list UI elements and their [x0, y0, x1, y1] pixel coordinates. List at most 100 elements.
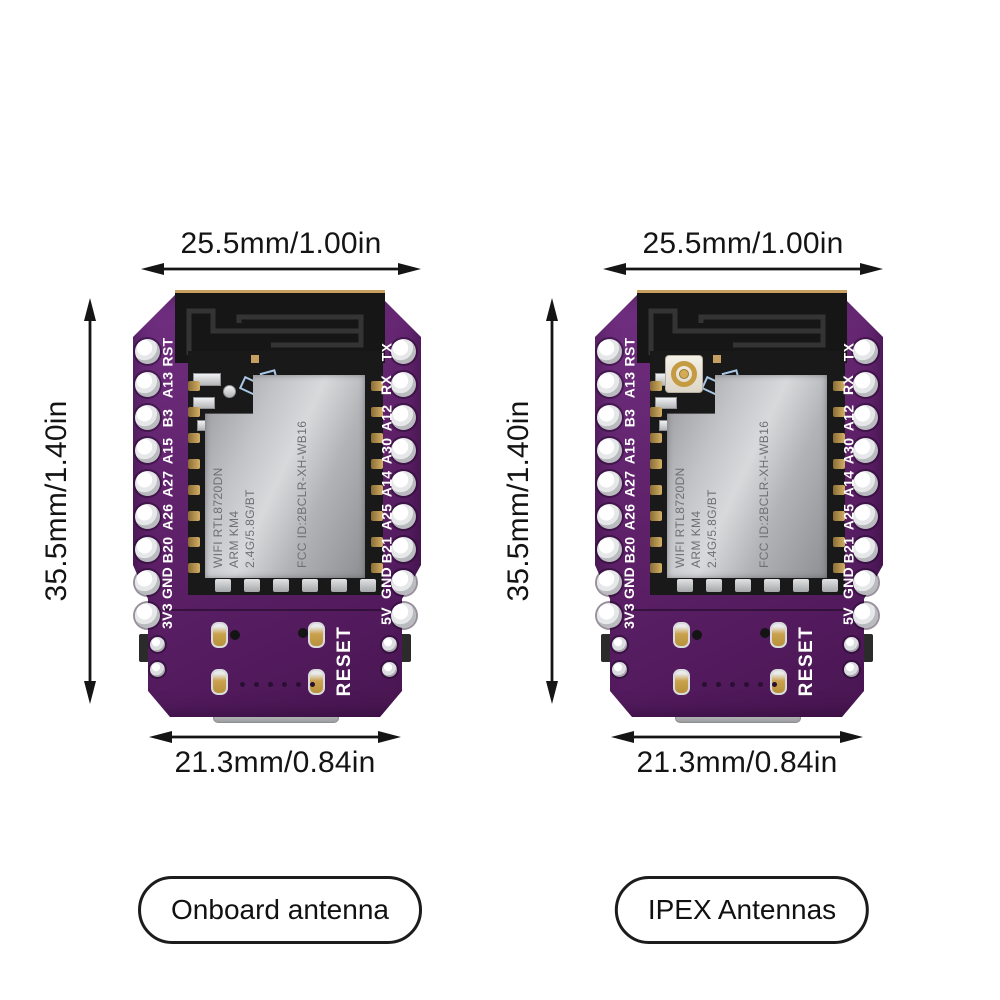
pin-label: A12: [840, 404, 856, 431]
via-dot: [730, 682, 735, 687]
via-dot: [702, 682, 707, 687]
via-dot: [268, 682, 273, 687]
pin-label: GND: [378, 566, 395, 599]
via-dot: [744, 682, 749, 687]
reset-silkscreen-label: RESET: [796, 625, 817, 697]
module-line: ARM KM4: [689, 510, 703, 568]
pin-label: A15: [159, 437, 175, 464]
pin-hole: [135, 405, 160, 430]
smd-component: [655, 397, 677, 409]
pin-label: B20: [621, 536, 637, 563]
pcb-trace: [163, 609, 388, 611]
pin-labels-left: RST A13 B3 A15 A27 A26 B20 GND 3V3: [616, 335, 642, 632]
module-edge-pad: [371, 563, 383, 573]
pin-label: A25: [840, 503, 856, 530]
pin-label: GND: [840, 566, 857, 599]
pin-header-left: [135, 339, 160, 628]
antenna-region: [637, 290, 847, 363]
module-edge-pad: [188, 563, 200, 573]
module-pads-right: [371, 381, 383, 573]
shield-legs: [215, 579, 376, 592]
module-edge-pad: [371, 407, 383, 417]
dev-board-onboard-antenna: WIFI RTL8720DN ARM KM4 2.4G/5.8G/BT FCC …: [133, 290, 421, 723]
pin-label: RX: [378, 374, 394, 395]
shield-leg: [360, 579, 376, 592]
via-dot: [758, 682, 763, 687]
height-dimension-arrow: [546, 298, 558, 704]
pin-label: GND: [621, 566, 638, 599]
module-edge-pad: [650, 485, 662, 495]
top-width-dimension-label: 25.5mm/1.00in: [642, 227, 844, 260]
pin-label: RST: [159, 337, 175, 366]
pin-hole: [391, 471, 416, 496]
module-edge-pad: [833, 459, 845, 469]
module-edge-pad: [833, 407, 845, 417]
module-edge-pad: [188, 537, 200, 547]
pin-label: TX: [840, 342, 856, 361]
pin-hole: [391, 372, 416, 397]
solder-pad: [211, 622, 228, 648]
module-line: WIFI RTL8720DN: [673, 467, 687, 568]
smd-pad: [251, 355, 259, 363]
test-point: [223, 385, 236, 398]
shield-leg: [793, 579, 809, 592]
pin-hole: [853, 405, 878, 430]
solder-pad: [770, 622, 787, 648]
module-edge-pad: [650, 537, 662, 547]
pin-label: A15: [621, 437, 637, 464]
pin-hole: [853, 339, 878, 364]
pin-hole: [853, 471, 878, 496]
pin-label: 3V3: [159, 602, 175, 629]
pcb-trace: [625, 609, 850, 611]
pin-label: A12: [378, 404, 394, 431]
solder-pad: [673, 622, 690, 648]
pin-label: A13: [621, 371, 637, 398]
through-hole: [230, 630, 240, 640]
height-dimension-arrow: [84, 298, 96, 704]
dev-board-ipex-antenna: WIFI RTL8720DN ARM KM4 2.4G/5.8G/BT FCC …: [595, 290, 883, 723]
via-dot: [772, 682, 777, 687]
top-width-dimension-label: 25.5mm/1.00in: [180, 227, 382, 260]
mounting-hole: [150, 662, 165, 677]
module-edge-pad: [188, 485, 200, 495]
via-row: [702, 682, 777, 687]
via-dot: [716, 682, 721, 687]
via-row: [240, 682, 315, 687]
solder-pad: [770, 669, 787, 695]
module-line: WIFI RTL8720DN: [211, 467, 225, 568]
pin-header-left: [597, 339, 622, 628]
pin-hole: [391, 405, 416, 430]
antenna-region: [175, 290, 385, 363]
module-edge-pad: [650, 381, 662, 391]
module-edge-pad: [650, 511, 662, 521]
module-edge-pad: [833, 563, 845, 573]
pin-label: A14: [840, 470, 856, 497]
pin-header-right: [853, 339, 878, 628]
pin-hole: [135, 438, 160, 463]
bottom-width-dimension-label: 21.3mm/0.84in: [636, 746, 838, 779]
ipex-center-pin: [679, 369, 689, 379]
module-pads-left: [650, 381, 662, 573]
pin-label: RST: [621, 337, 637, 366]
solder-pad: [308, 622, 325, 648]
pin-hole: [597, 471, 622, 496]
pin-label: A13: [159, 371, 175, 398]
pin-labels-left: RST A13 B3 A15 A27 A26 B20 GND 3V3: [154, 335, 180, 632]
pin-label: A26: [159, 503, 175, 530]
smd-pad: [713, 355, 721, 363]
solder-pad: [673, 669, 690, 695]
caption-onboard-antenna: Onboard antenna: [138, 876, 422, 944]
module-edge-pad: [371, 433, 383, 443]
pin-hole: [391, 438, 416, 463]
mounting-hole: [844, 637, 859, 652]
module-edge-pad: [188, 407, 200, 417]
smd-component: [193, 397, 215, 409]
mounting-hole: [844, 662, 859, 677]
via-dot: [282, 682, 287, 687]
pin-label: B3: [621, 408, 637, 427]
pin-label: B20: [159, 536, 175, 563]
pin-hole: [391, 570, 416, 595]
via-dot: [240, 682, 245, 687]
through-hole: [760, 628, 770, 638]
module-shield-text: WIFI RTL8720DN ARM KM4 2.4G/5.8G/BT FCC …: [672, 378, 822, 574]
